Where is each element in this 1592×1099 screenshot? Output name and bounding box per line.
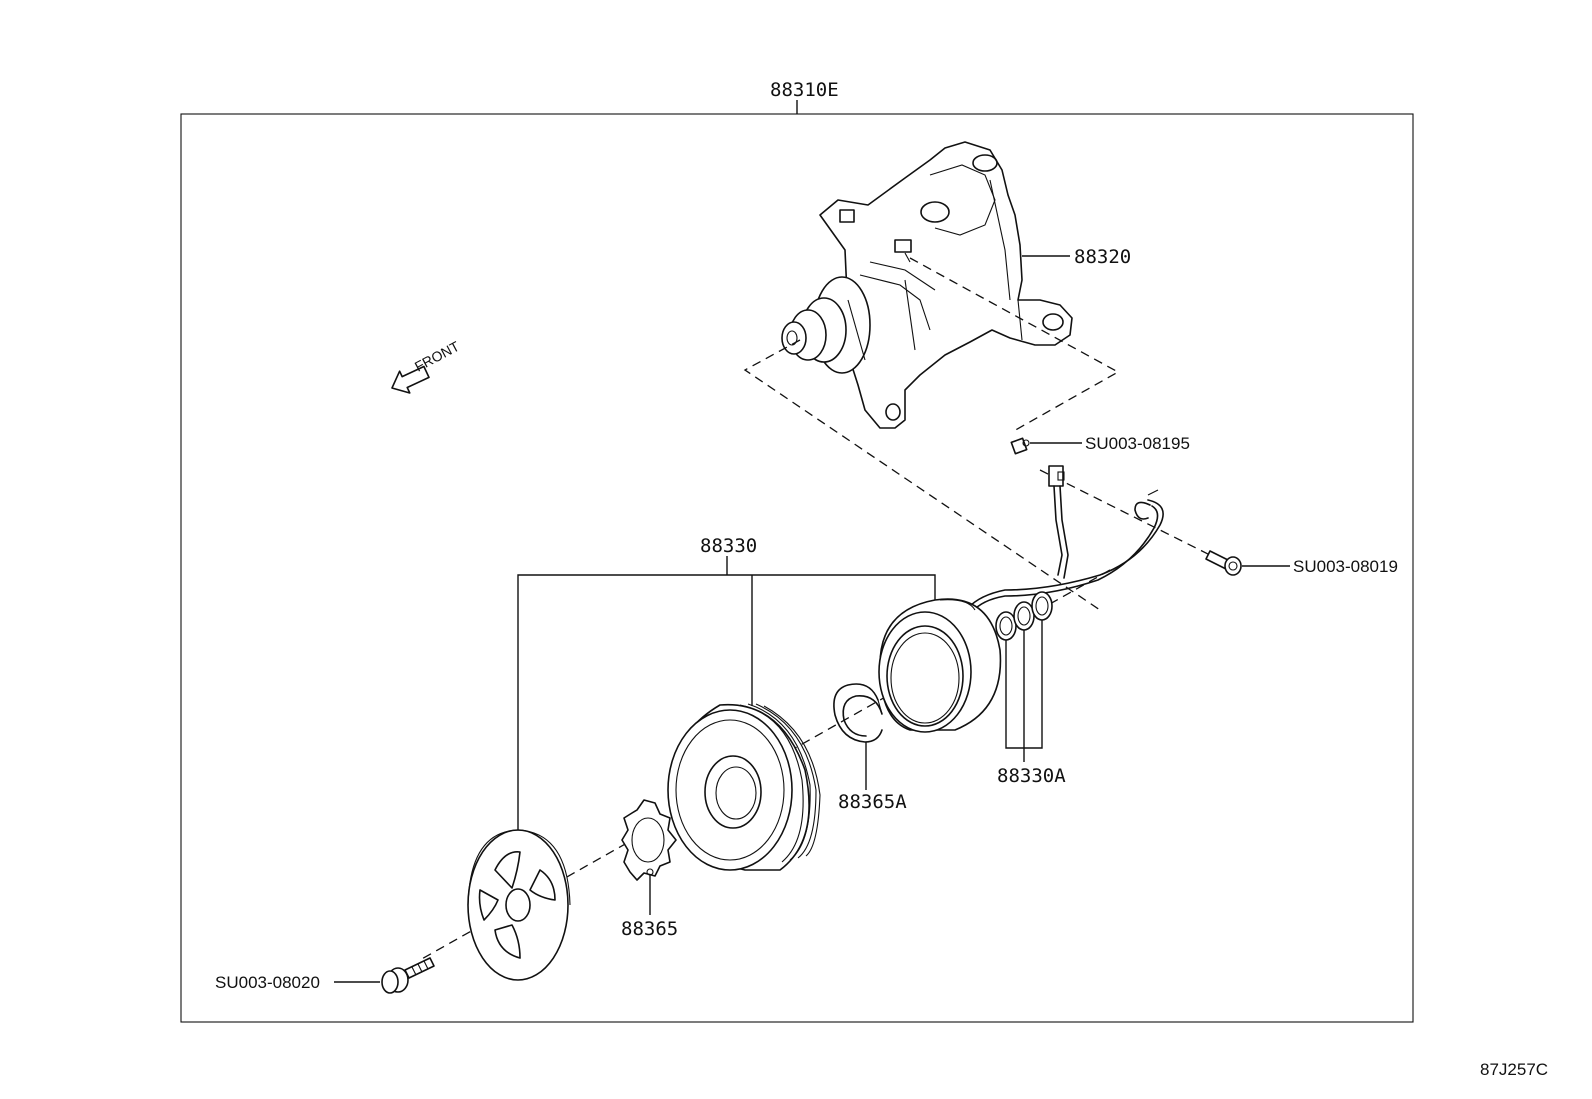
wire-bolt-dashes [1039, 469, 1211, 556]
compressor-outline-dashes [743, 339, 1101, 611]
center-bolt-icon[interactable] [381, 957, 435, 994]
wire-harness-icon [967, 489, 1164, 613]
assembly-part-number[interactable]: 88310E [770, 79, 839, 101]
diagram-reference-code: 87J257C [1480, 1060, 1548, 1079]
compressor-part-number[interactable]: 88320 [1074, 246, 1131, 268]
front-label: FRONT [412, 338, 462, 375]
wire-bolt-part-number[interactable]: SU003-08019 [1293, 557, 1398, 576]
clutch-assembly-part-number[interactable]: 88330 [700, 535, 757, 557]
pulley-icon[interactable] [667, 703, 821, 871]
outer-snap-ring-part-number[interactable]: 88365A [838, 791, 907, 813]
connector-clip-icon[interactable] [1010, 437, 1030, 455]
inner-snap-ring-icon[interactable] [621, 799, 677, 881]
wire-bolt-icon[interactable] [1205, 550, 1242, 576]
armature-plate-icon[interactable] [467, 829, 571, 981]
compressor-body-icon[interactable] [781, 141, 1073, 429]
outer-snap-ring-icon[interactable] [833, 683, 883, 743]
shim-rings-icon[interactable] [995, 591, 1053, 641]
clip-part-number[interactable]: SU003-08195 [1085, 434, 1190, 453]
shim-part-number[interactable]: 88330A [997, 765, 1066, 787]
compressor-rear-dashes [909, 257, 1120, 433]
field-coil-icon[interactable] [878, 598, 1002, 733]
front-direction-arrow-icon [391, 365, 430, 394]
inner-snap-ring-part-number[interactable]: 88365 [621, 918, 678, 940]
center-bolt-part-number[interactable]: SU003-08020 [215, 973, 320, 992]
wire-connector-icon [1048, 465, 1069, 579]
